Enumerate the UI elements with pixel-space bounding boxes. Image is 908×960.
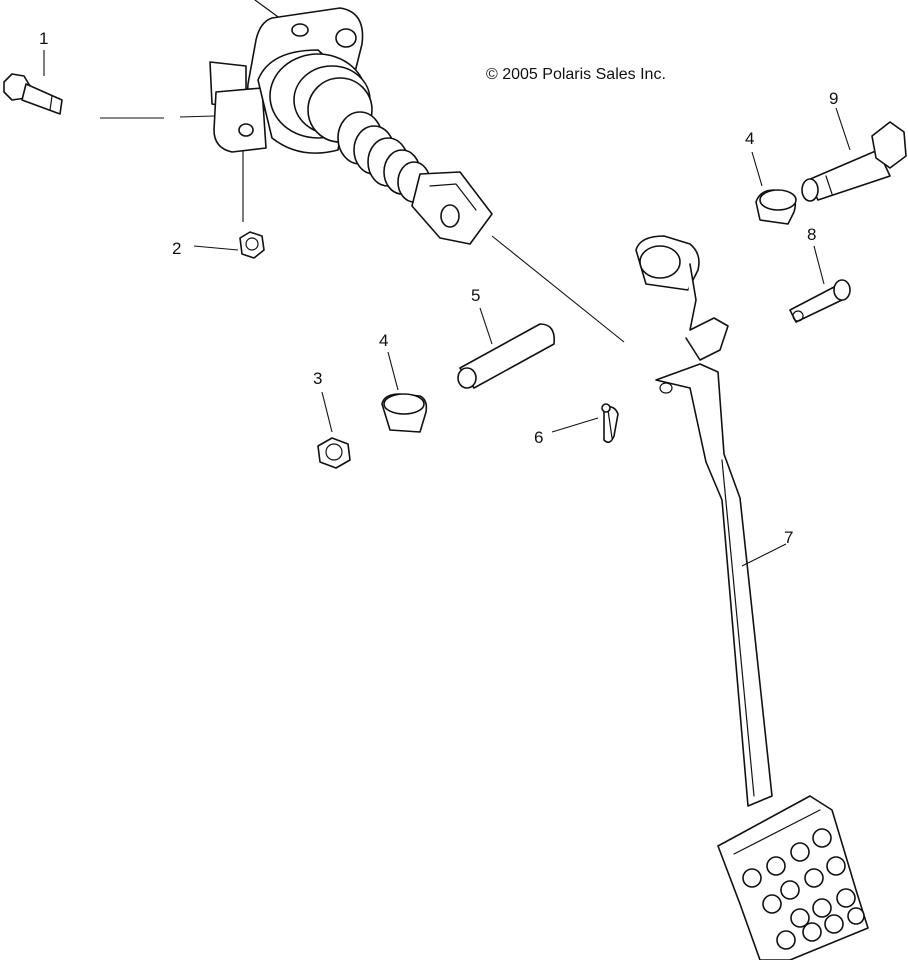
callout-5: 5	[471, 286, 480, 305]
nut-part-3	[317, 437, 351, 469]
nut-part-2	[239, 231, 265, 259]
callout-7: 7	[784, 528, 793, 547]
bushing-part-4-left	[381, 393, 428, 433]
bolt-part-9	[801, 121, 907, 202]
callout-4-left: 4	[379, 331, 388, 350]
cotter-pin-part-6	[601, 403, 619, 444]
bolt-part-1	[3, 73, 63, 115]
callout-9: 9	[829, 89, 838, 108]
callout-8: 8	[807, 225, 816, 244]
callout-3: 3	[313, 369, 322, 388]
bushing-part-4-right	[755, 189, 797, 225]
sleeve-part-5	[457, 323, 556, 389]
callout-2: 2	[172, 239, 181, 258]
clevis-pin-part-8	[789, 279, 851, 323]
copyright-text: © 2005 Polaris Sales Inc.	[486, 66, 666, 83]
callout-6: 6	[534, 428, 543, 447]
master-cylinder	[209, 0, 493, 245]
callout-4-right: 4	[745, 129, 754, 148]
callout-1: 1	[39, 29, 48, 48]
brake-pedal-part-7	[635, 235, 869, 960]
